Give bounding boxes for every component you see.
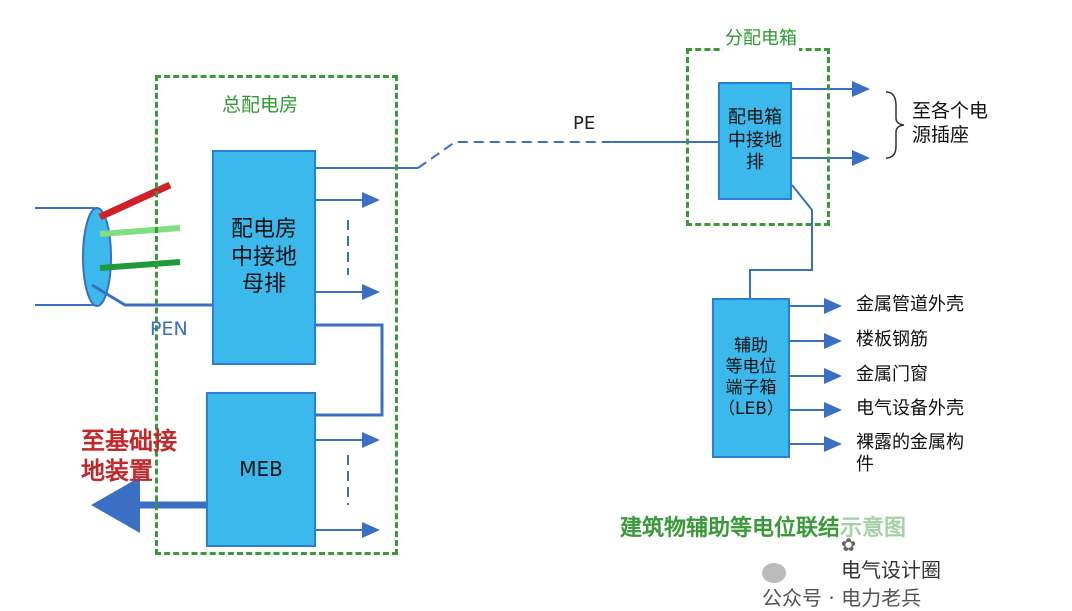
connection-lines	[35, 81, 905, 538]
meb-box: MEB	[206, 392, 316, 547]
lightgreen-wire	[99, 225, 181, 237]
leb-target-3: 金属门窗	[856, 364, 928, 385]
sub-bus-outputs	[749, 81, 905, 300]
watermark-line2: 公众号 · 电力老兵	[762, 536, 921, 611]
wechat-logo-icon	[762, 563, 786, 583]
main-bus-bar: 配电房 中接地 母排	[212, 150, 316, 365]
watermark-line1: ✿ 电气设计圈	[838, 507, 944, 583]
pen-conductor	[91, 283, 214, 307]
main-bus-label: 配电房 中接地 母排	[230, 217, 297, 298]
sockets-label: 至各个电 源插座	[912, 100, 989, 146]
watermark-line2-text: 公众号 · 电力老兵	[762, 586, 922, 610]
main-room-boundary	[155, 75, 398, 555]
leb-target-4: 电气设备外壳	[856, 398, 964, 419]
leb-outputs	[790, 298, 842, 452]
sub-bus-label: 配电箱 中接地 排	[728, 107, 782, 174]
meb-outputs	[316, 432, 380, 538]
leb-target-5: 裸露的金属构 件	[856, 432, 964, 475]
leb-box: 辅助 等电位 端子箱 （LEB）	[712, 298, 790, 458]
pe-label: PE	[573, 113, 596, 134]
meb-label: MEB	[239, 457, 283, 481]
watermark-line1-text: 电气设计圈	[841, 557, 941, 582]
sockets-brace	[885, 91, 905, 159]
green-wire	[99, 259, 181, 271]
ground-label: 至基础接 地装置	[81, 427, 177, 485]
pen-label: PEN	[150, 318, 188, 340]
main-bus-outputs	[316, 192, 384, 417]
sub-box-title: 分配电箱	[723, 28, 799, 51]
main-room-title: 总配电房	[222, 94, 299, 116]
leb-target-2: 楼板钢筋	[856, 329, 928, 350]
incoming-cable	[35, 181, 214, 307]
leb-label: 辅助 等电位 端子箱 （LEB）	[718, 335, 784, 420]
equipotential-diagram: 总配电房 配电房 中接地 母排 MEB PEN 至基础接 地装置 PE 分配电箱…	[35, 28, 989, 610]
sub-bus-bar: 配电箱 中接地 排	[718, 82, 792, 200]
leb-target-1: 金属管道外壳	[856, 294, 964, 315]
red-wire	[98, 181, 172, 221]
wechat-icon: ✿	[841, 535, 857, 556]
pe-line	[316, 141, 718, 169]
